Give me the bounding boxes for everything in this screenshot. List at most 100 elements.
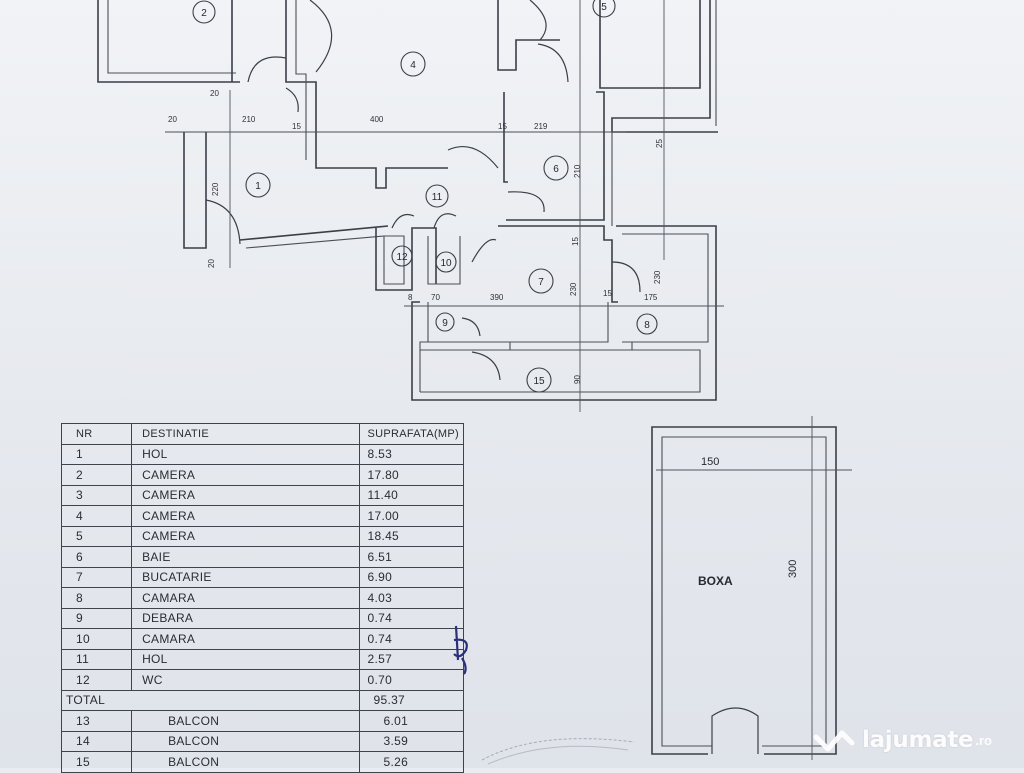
row-destination: DEBARA <box>131 607 360 629</box>
row-surface: 17.00 <box>358 505 464 527</box>
box-width-label: 150 <box>701 456 719 468</box>
row-nr: 7 <box>60 566 133 588</box>
row-nr: 13 <box>60 710 133 732</box>
svg-text:9: 9 <box>442 318 448 329</box>
watermark-brand: lajumate <box>862 727 974 753</box>
svg-text:10: 10 <box>440 258 452 269</box>
row-destination: BUCATARIE <box>131 566 360 588</box>
row-destination: HOL <box>131 443 360 465</box>
row-surface: 17.80 <box>358 464 464 486</box>
dim-label: 25 <box>655 139 664 148</box>
room-marker-11: 11 <box>425 184 449 208</box>
svg-text:4: 4 <box>410 60 416 71</box>
dim-label: 219 <box>534 122 548 131</box>
dim-label: 70 <box>431 293 440 302</box>
svg-text:15: 15 <box>533 376 545 387</box>
row-nr: 10 <box>60 628 133 650</box>
row-nr: 11 <box>60 648 133 670</box>
row-destination: BAIE <box>131 546 360 568</box>
dim-label: 220 <box>211 182 220 196</box>
svg-text:7: 7 <box>538 277 544 288</box>
row-destination: HOL <box>131 648 360 670</box>
room-markers: 1 2 4 5 6 7 8 9 10 11 12 15 <box>192 0 658 393</box>
row-nr: 2 <box>60 464 133 486</box>
stamp-mark <box>481 738 635 765</box>
svg-text:1: 1 <box>255 181 261 192</box>
dim-label: 210 <box>573 164 582 178</box>
svg-text:11: 11 <box>432 192 443 203</box>
row-destination: CAMARA <box>131 587 360 609</box>
total-surface: 95.37 <box>358 689 464 711</box>
lajumate-watermark: lajumate .ro <box>812 722 992 758</box>
header-destination: DESTINATIE <box>131 423 360 445</box>
row-surface: 0.74 <box>358 607 464 629</box>
row-destination: CAMERA <box>131 464 360 486</box>
row-surface: 18.45 <box>358 525 464 547</box>
wall-outlines <box>97 0 718 401</box>
row-surface: 11.40 <box>358 484 464 506</box>
row-nr: 12 <box>60 669 133 691</box>
row-nr: 14 <box>60 730 133 752</box>
dimension-labels: 20 210 15 400 15 219 20 25 220 20 210 15… <box>168 89 664 384</box>
dim-label: 20 <box>207 259 216 268</box>
dim-label: 15 <box>292 122 301 131</box>
row-nr: 4 <box>60 505 133 527</box>
dim-label: 20 <box>210 89 219 98</box>
storage-box-plan: 150 300 BOXA <box>651 416 852 760</box>
room-marker-10: 10 <box>435 251 457 273</box>
dim-label: 8 <box>408 293 413 302</box>
dim-label: 175 <box>644 293 658 302</box>
table-header-row: NR DESTINATIE SUPRAFATA(MP) <box>60 423 464 445</box>
room-marker-15: 15 <box>526 367 552 393</box>
header-surface: SUPRAFATA(MP) <box>358 423 464 445</box>
row-nr: 15 <box>60 751 133 773</box>
dim-label: 230 <box>653 270 662 284</box>
row-surface: 4.03 <box>358 587 464 609</box>
dim-label: 400 <box>370 115 384 124</box>
row-surface: 6.90 <box>358 566 464 588</box>
dim-label: 390 <box>490 293 504 302</box>
room-marker-2: 2 <box>192 0 216 24</box>
room-marker-6: 6 <box>543 155 569 181</box>
room-marker-4: 4 <box>400 51 426 77</box>
row-nr: 6 <box>60 546 133 568</box>
row-destination: BALCON <box>131 710 360 732</box>
svg-text:8: 8 <box>644 320 650 331</box>
row-nr: 9 <box>60 607 133 629</box>
row-destination: CAMERA <box>131 505 360 527</box>
box-name-label: BOXA <box>698 574 733 588</box>
row-surface: 8.53 <box>358 443 464 465</box>
watermark-tld: .ro <box>975 732 992 748</box>
room-marker-1: 1 <box>245 172 271 198</box>
dim-label: 15 <box>498 122 507 131</box>
row-surface: 3.59 <box>358 730 464 752</box>
svg-text:2: 2 <box>201 8 207 19</box>
row-destination: CAMERA <box>131 525 360 547</box>
row-surface: 6.01 <box>358 710 464 732</box>
row-destination: BALCON <box>131 730 360 752</box>
row-nr: 8 <box>60 587 133 609</box>
room-marker-7: 7 <box>528 268 554 294</box>
row-destination: BALCON <box>131 751 360 773</box>
dim-label: 15 <box>571 237 580 246</box>
heart-logo-icon <box>813 730 855 752</box>
svg-text:5: 5 <box>601 2 607 13</box>
row-destination: WC <box>131 669 360 691</box>
dim-label: 90 <box>573 375 582 384</box>
header-nr: NR <box>60 423 133 445</box>
